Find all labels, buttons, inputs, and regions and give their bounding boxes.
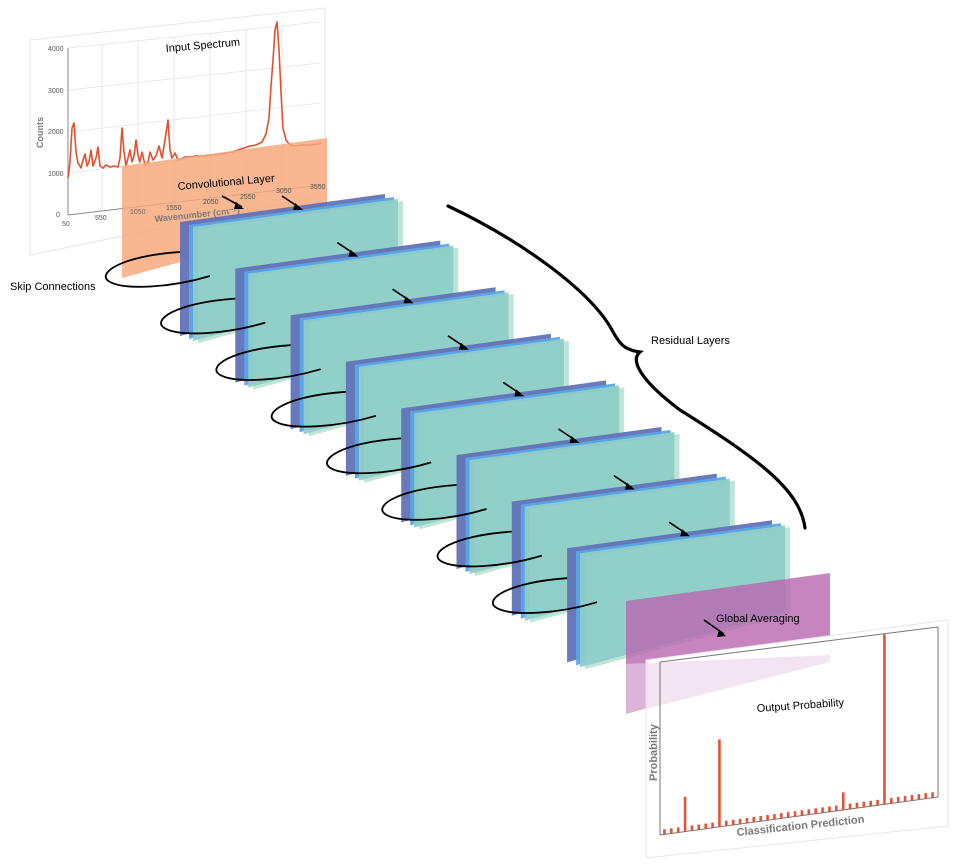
output-bars — [663, 634, 934, 835]
skip-connection — [215, 344, 321, 381]
output-bar — [725, 820, 728, 826]
residual-layers-brace — [446, 204, 807, 530]
output-bar — [841, 792, 845, 810]
flow-arrowhead — [348, 249, 359, 257]
xtick-2550: 2550 — [240, 194, 256, 201]
output-probability-panel: Output Probability Probability Classific… — [626, 619, 949, 859]
output-bar — [793, 811, 797, 817]
output-bar — [821, 807, 824, 813]
ytick-3000: 3000 — [48, 88, 64, 95]
xtick-3050: 3050 — [276, 188, 292, 195]
output-bar — [786, 812, 790, 818]
output-bar — [670, 828, 673, 834]
output-bar — [704, 823, 707, 829]
output-bar — [766, 815, 769, 821]
output-bar — [711, 822, 714, 828]
output-y-axis-label: Probability — [648, 723, 660, 781]
ytick-1000: 1000 — [48, 171, 64, 178]
output-bar — [800, 810, 804, 816]
skip-connection — [326, 437, 432, 475]
residual-layers-label: Residual Layers — [651, 335, 730, 347]
xtick-50: 50 — [62, 221, 70, 228]
skip-connections-label: Skip Connections — [10, 281, 96, 293]
global-averaging-label: Global Averaging — [716, 613, 800, 625]
flow-arrowhead — [293, 203, 303, 210]
output-bar — [738, 818, 742, 825]
output-bar — [752, 816, 756, 823]
flow-arrowhead — [514, 389, 525, 397]
output-bar — [697, 824, 701, 830]
convolutional-layer: 1050 1550 2050 2550 3050 3550 Wavenumber… — [122, 138, 327, 278]
output-bar — [773, 814, 776, 820]
flow-arrowhead — [680, 529, 691, 537]
output-bar — [848, 803, 852, 809]
output-bar — [718, 739, 721, 827]
flow-arrowhead — [569, 436, 580, 443]
output-bar — [862, 801, 866, 807]
flow-arrowhead — [234, 202, 244, 209]
output-bar — [683, 796, 687, 832]
xtick-2050: 2050 — [203, 199, 219, 206]
output-bar — [890, 797, 893, 804]
flow-arrowhead — [403, 296, 414, 304]
xtick-3550: 3550 — [310, 184, 326, 191]
flow-arrowhead — [624, 482, 635, 490]
xtick-1050: 1050 — [130, 209, 146, 216]
output-bar — [663, 829, 666, 835]
output-bar — [780, 813, 783, 819]
input-spectrum-line — [67, 21, 323, 179]
output-bar — [876, 799, 879, 806]
output-bar — [855, 802, 859, 808]
output-bar — [924, 793, 927, 799]
output-bar — [690, 825, 694, 831]
skip-connection — [160, 297, 266, 335]
output-bar — [745, 817, 749, 824]
output-bar — [828, 806, 831, 812]
ytick-4000: 4000 — [48, 46, 64, 53]
input-y-axis-label: Counts — [35, 117, 45, 148]
xtick-1550: 1550 — [166, 205, 182, 212]
output-bar — [910, 795, 914, 801]
output-bar — [931, 792, 934, 798]
output-bar — [917, 794, 921, 800]
skip-connection — [436, 530, 543, 568]
output-bar — [807, 809, 811, 815]
skip-connection — [491, 577, 598, 614]
skip-connection — [270, 390, 377, 428]
output-bar — [869, 800, 872, 807]
skip-connection — [381, 484, 487, 521]
output-bar — [759, 815, 762, 822]
output-bar — [814, 808, 817, 814]
output-bar — [676, 827, 680, 833]
skip-connection — [104, 251, 211, 288]
ytick-2000: 2000 — [48, 129, 64, 136]
output-bar — [835, 805, 838, 811]
output-bar — [883, 634, 886, 805]
ytick-0: 0 — [56, 212, 60, 219]
output-bar — [896, 796, 900, 803]
output-bar — [903, 796, 907, 802]
output-bar — [731, 819, 735, 826]
flow-arrowhead — [458, 342, 469, 350]
residual-blocks — [104, 194, 791, 670]
xtick-550: 550 — [95, 215, 107, 222]
